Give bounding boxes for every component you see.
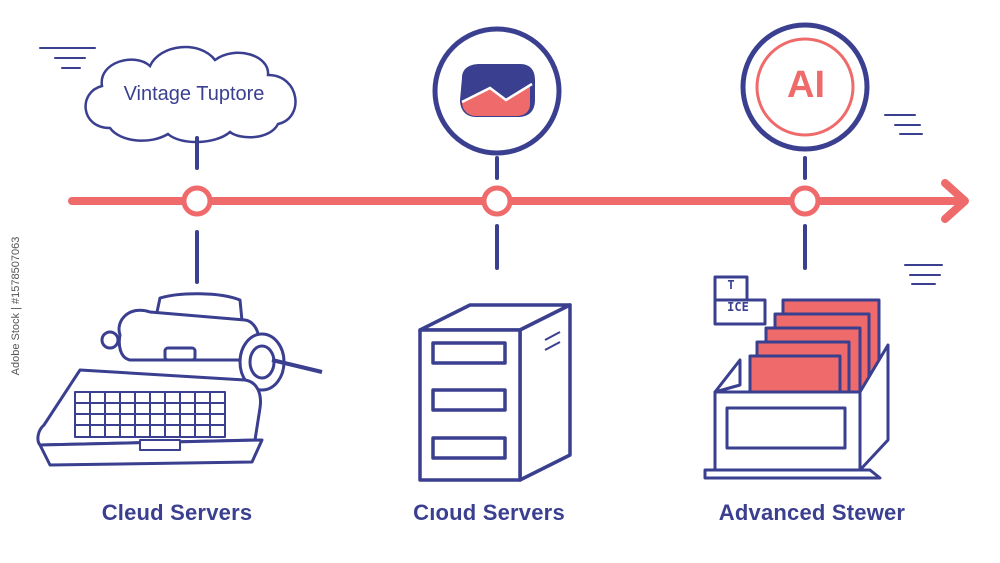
node-3 bbox=[789, 185, 821, 217]
server-tower-icon bbox=[418, 303, 572, 482]
ai-label: AI bbox=[787, 64, 825, 106]
node-2 bbox=[481, 185, 513, 217]
cloud-label: Vintage Tuptore bbox=[123, 83, 265, 105]
motion-lines-right-lower bbox=[904, 264, 943, 285]
node-1 bbox=[181, 185, 213, 217]
milestone-caption-2: Cıoud Servers bbox=[413, 500, 565, 525]
milestone-caption-1: Cleud Servers bbox=[101, 500, 253, 525]
file-tab-bottom-label: ICE bbox=[727, 300, 749, 314]
motion-lines-right-upper bbox=[884, 114, 923, 135]
typewriter-icon bbox=[36, 292, 323, 467]
file-box-icon bbox=[703, 275, 890, 480]
file-tab-top-label: T bbox=[727, 278, 735, 292]
motion-lines-top-left bbox=[39, 47, 96, 69]
cloud-shape bbox=[84, 45, 297, 144]
ai-badge bbox=[740, 22, 870, 152]
side-caption: Adobe Stock | #1578507063 bbox=[10, 236, 22, 376]
analytics-badge bbox=[432, 26, 562, 156]
timeline-nodes bbox=[181, 185, 821, 217]
milestone-caption-3: Advanced Stewer bbox=[718, 500, 906, 525]
connector-lines bbox=[195, 136, 807, 284]
